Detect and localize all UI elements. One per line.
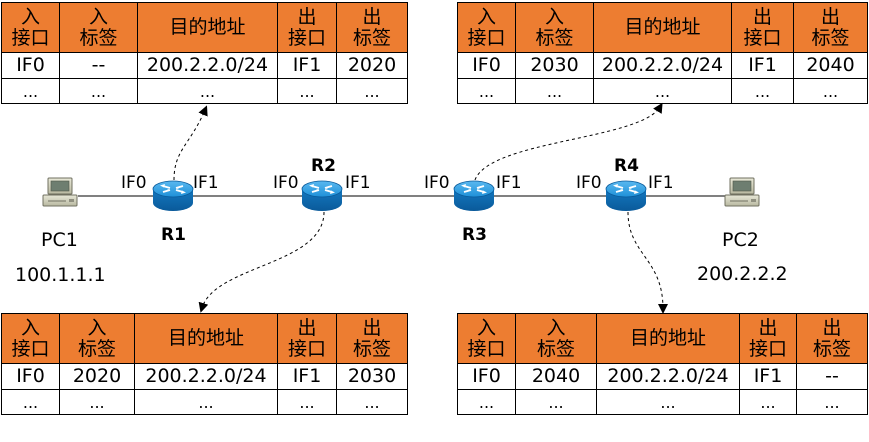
table-row: IF0 2040 200.2.2.0/24 IF1 -- xyxy=(457,363,868,390)
cell-in-port: IF0 xyxy=(1,52,60,79)
table-header-row: 入 接口 入 标签 目的地址 出 接口 出 标签 xyxy=(457,2,868,53)
r3-if0-label: IF0 xyxy=(424,173,450,193)
pc1-icon xyxy=(42,177,78,207)
header-in-label: 入 标签 xyxy=(59,313,135,364)
r3-if1-label: IF1 xyxy=(496,173,522,193)
cell-in-label: 2020 xyxy=(59,363,135,390)
header-in-label: 入 标签 xyxy=(59,2,138,53)
header-in-port: 入 接口 xyxy=(1,2,60,53)
cell-in-label: -- xyxy=(59,52,138,79)
table-row-ellipsis: ... ... ... ... ... xyxy=(1,389,408,415)
cell-ellipsis: ... xyxy=(1,78,60,104)
lfib-table-r1: 入 接口 入 标签 目的地址 出 接口 出 标签 IF0 -- 200.2.2.… xyxy=(1,2,408,104)
table-header-row: 入 接口 入 标签 目的地址 出 接口 出 标签 xyxy=(1,313,408,364)
header-dest: 目的地址 xyxy=(134,313,278,364)
arrow-r4-to-table xyxy=(627,211,668,314)
header-in-port: 入 接口 xyxy=(457,2,516,53)
table-header-row: 入 接口 入 标签 目的地址 出 接口 出 标签 xyxy=(1,2,408,53)
r4-if0-label: IF0 xyxy=(576,173,602,193)
cell-dest: 200.2.2.0/24 xyxy=(596,363,740,390)
arrow-r2-to-table xyxy=(198,211,325,313)
pc2-ip: 200.2.2.2 xyxy=(697,263,788,285)
router-r4-icon xyxy=(605,180,647,212)
cell-ellipsis: ... xyxy=(515,389,597,415)
cell-in-label: 2040 xyxy=(515,363,597,390)
cell-out-label: 2020 xyxy=(336,52,408,79)
router-r3-name: R3 xyxy=(462,225,487,245)
r4-if1-label: IF1 xyxy=(648,173,674,193)
cell-ellipsis: ... xyxy=(515,78,594,104)
cell-dest: 200.2.2.0/24 xyxy=(134,363,278,390)
cell-ellipsis: ... xyxy=(59,78,138,104)
cell-ellipsis: ... xyxy=(137,78,278,104)
table-header-row: 入 接口 入 标签 目的地址 出 接口 出 标签 xyxy=(457,313,868,364)
arrow-r1-to-table xyxy=(173,105,208,181)
arrow-r3-to-table xyxy=(474,102,663,181)
header-dest: 目的地址 xyxy=(596,313,740,364)
cell-in-port: IF0 xyxy=(457,52,516,79)
cell-ellipsis: ... xyxy=(457,78,516,104)
cell-in-port: IF0 xyxy=(1,363,60,390)
header-dest: 目的地址 xyxy=(137,2,278,53)
table-row: IF0 -- 200.2.2.0/24 IF1 2020 xyxy=(1,52,408,79)
header-in-port: 入 接口 xyxy=(1,313,60,364)
cell-in-port: IF0 xyxy=(457,363,516,390)
header-out-label: 出 标签 xyxy=(796,313,868,364)
cell-ellipsis: ... xyxy=(277,389,337,415)
header-dest: 目的地址 xyxy=(593,2,732,53)
cell-ellipsis: ... xyxy=(336,389,408,415)
lfib-table-r3: 入 接口 入 标签 目的地址 出 接口 出 标签 IF0 2030 200.2.… xyxy=(457,2,868,104)
cell-ellipsis: ... xyxy=(596,389,740,415)
cell-ellipsis: ... xyxy=(796,389,868,415)
cell-out-label: 2030 xyxy=(336,363,408,390)
router-r2-icon xyxy=(301,180,343,212)
header-in-label: 入 标签 xyxy=(515,2,594,53)
table-row-ellipsis: ... ... ... ... ... xyxy=(457,78,868,104)
cell-out-label: -- xyxy=(796,363,868,390)
lfib-table-r2: 入 接口 入 标签 目的地址 出 接口 出 标签 IF0 2020 200.2.… xyxy=(1,313,408,415)
router-r4-name: R4 xyxy=(614,156,639,176)
table-row: IF0 2020 200.2.2.0/24 IF1 2030 xyxy=(1,363,408,390)
cell-ellipsis: ... xyxy=(277,78,337,104)
header-out-port: 出 接口 xyxy=(277,313,337,364)
header-out-label: 出 标签 xyxy=(336,313,408,364)
cell-out-port: IF1 xyxy=(739,363,797,390)
table-row-ellipsis: ... ... ... ... ... xyxy=(1,78,408,104)
r1-if1-label: IF1 xyxy=(193,173,219,193)
cell-ellipsis: ... xyxy=(457,389,516,415)
cell-ellipsis: ... xyxy=(336,78,408,104)
pc1-ip: 100.1.1.1 xyxy=(15,264,106,286)
cell-ellipsis: ... xyxy=(134,389,278,415)
r2-if0-label: IF0 xyxy=(273,173,299,193)
header-out-port: 出 接口 xyxy=(739,313,797,364)
header-in-port: 入 接口 xyxy=(457,313,516,364)
pc2-icon xyxy=(724,177,760,207)
table-row-ellipsis: ... ... ... ... ... xyxy=(457,389,868,415)
lfib-table-r4: 入 接口 入 标签 目的地址 出 接口 出 标签 IF0 2040 200.2.… xyxy=(457,313,868,415)
cell-in-label: 2030 xyxy=(515,52,594,79)
cell-ellipsis: ... xyxy=(739,389,797,415)
router-r1-name: R1 xyxy=(161,225,186,245)
cell-out-label: 2040 xyxy=(793,52,868,79)
cell-ellipsis: ... xyxy=(731,78,794,104)
cell-out-port: IF1 xyxy=(277,52,337,79)
pc1-name: PC1 xyxy=(41,229,78,251)
router-r1-icon xyxy=(152,180,194,212)
router-r3-icon xyxy=(453,180,495,212)
pc2-name: PC2 xyxy=(722,229,759,251)
cell-ellipsis: ... xyxy=(793,78,868,104)
cell-ellipsis: ... xyxy=(59,389,135,415)
header-out-port: 出 接口 xyxy=(277,2,337,53)
cell-dest: 200.2.2.0/24 xyxy=(137,52,278,79)
router-r2-name: R2 xyxy=(311,156,336,176)
r2-if1-label: IF1 xyxy=(345,173,371,193)
table-row: IF0 2030 200.2.2.0/24 IF1 2040 xyxy=(457,52,868,79)
r1-if0-label: IF0 xyxy=(121,173,147,193)
cell-out-port: IF1 xyxy=(731,52,794,79)
